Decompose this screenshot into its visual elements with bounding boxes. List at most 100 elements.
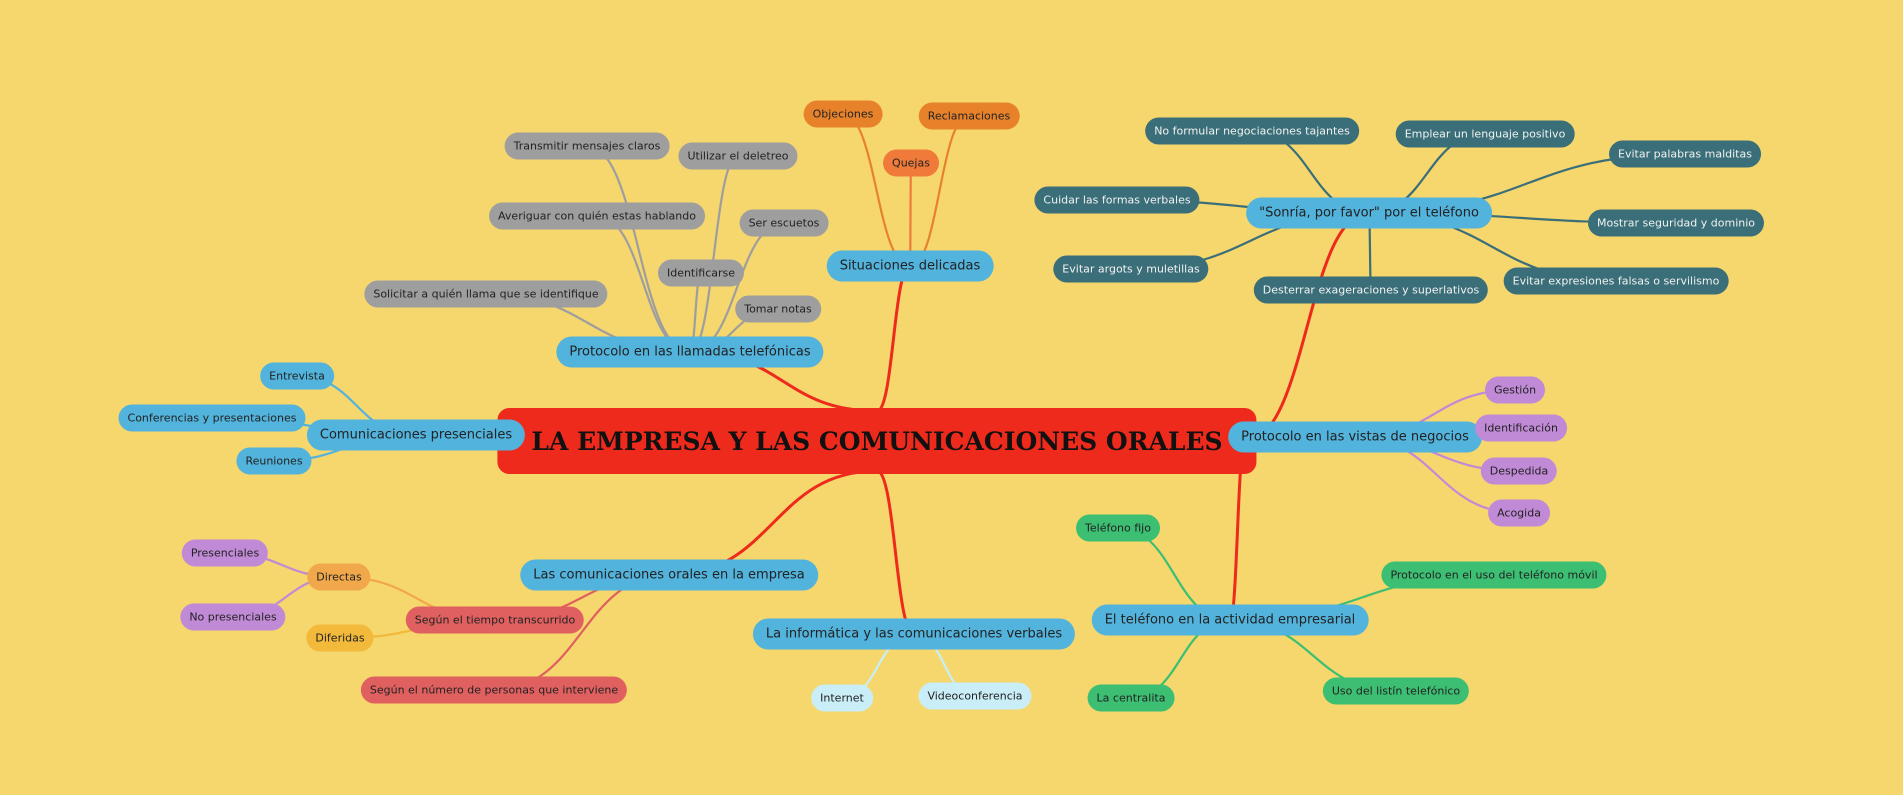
connector-reclamaciones [908, 114, 971, 268]
topic-protocolo-en-las-llamadas-telefonicas[interactable]: Protocolo en las llamadas telefónicas [556, 336, 824, 368]
topic-ser-escuetos[interactable]: Ser escuetos [739, 209, 829, 237]
topic-label: Las comunicaciones orales en la empresa [533, 567, 805, 583]
topic-reuniones[interactable]: Reuniones [236, 447, 312, 475]
topic-no-presenciales[interactable]: No presenciales [180, 603, 286, 631]
topic-label: Presenciales [190, 546, 260, 560]
topic-label: Evitar expresiones falsas o servilismo [1512, 274, 1720, 288]
topic-label: El teléfono en la actividad empresarial [1104, 612, 1356, 628]
topic-label: Conferencias y presentaciones [127, 411, 297, 425]
connector-informatica [875, 469, 916, 636]
topic-emplear-un-lenguaje-positivo[interactable]: Emplear un lenguaje positivo [1395, 120, 1575, 148]
topic-reclamaciones[interactable]: Reclamaciones [918, 102, 1020, 130]
topic-label: Averiguar con quién estas hablando [498, 209, 696, 223]
topic-label: Mostrar seguridad y dominio [1596, 216, 1756, 230]
connector-sonria [1243, 211, 1371, 443]
topic-label: Ser escuetos [748, 216, 820, 230]
topic-solicitar-a-quien-llama-que-se-identifique[interactable]: Solicitar a quién llama que se identifiq… [364, 280, 608, 308]
topic-no-formular-negociaciones-tajantes[interactable]: No formular negociaciones tajantes [1145, 117, 1359, 145]
topic-objeciones[interactable]: Objeciones [803, 100, 883, 128]
topic-la-informatica-y-las-comunicaciones-verbales[interactable]: La informática y las comunicaciones verb… [752, 618, 1076, 650]
topic-segun-el-tiempo-transcurrido[interactable]: Según el tiempo transcurrido [405, 606, 585, 634]
connector-objeciones [841, 112, 912, 268]
topic-cuidar-las-formas-verbales[interactable]: Cuidar las formas verbales [1034, 186, 1200, 214]
topic-entrevista[interactable]: Entrevista [260, 362, 334, 390]
topic-internet[interactable]: Internet [811, 684, 873, 712]
topic-quejas[interactable]: Quejas [883, 149, 939, 177]
topic-acogida[interactable]: Acogida [1488, 499, 1550, 527]
topic-protocolo-en-las-vistas-de-negocios[interactable]: Protocolo en las vistas de negocios [1228, 421, 1482, 453]
topic-protocolo-en-el-uso-del-telefono-movil[interactable]: Protocolo en el uso del teléfono móvil [1381, 561, 1607, 589]
topic-label: LA EMPRESA Y LAS COMUNICACIONES ORALES [531, 426, 1223, 456]
topic-el-telefono-en-la-actividad-empresarial[interactable]: El teléfono en la actividad empresarial [1091, 604, 1369, 636]
topic-identificarse[interactable]: Identificarse [657, 259, 745, 287]
topic-label: Evitar palabras malditas [1618, 147, 1752, 161]
topic-mostrar-seguridad-y-dominio[interactable]: Mostrar seguridad y dominio [1587, 209, 1765, 237]
topic-label: Objeciones [812, 107, 874, 121]
topic-diferidas[interactable]: Diferidas [306, 624, 374, 652]
connector-escuetos [688, 221, 786, 354]
topic-label: Reclamaciones [927, 109, 1011, 123]
topic-conferencias-y-presentaciones[interactable]: Conferencias y presentaciones [118, 404, 306, 432]
topic-label: La informática y las comunicaciones verb… [765, 626, 1063, 642]
topic-directas[interactable]: Directas [307, 563, 371, 591]
topic-comunicaciones-presenciales[interactable]: Comunicaciones presenciales [306, 419, 526, 451]
topic-segun-el-numero-de-personas-que-interviene[interactable]: Según el número de personas que intervie… [360, 676, 628, 704]
topic-label: Entrevista [269, 369, 325, 383]
topic-label: Directas [316, 570, 362, 584]
topic-telefono-fijo[interactable]: Teléfono fijo [1076, 514, 1160, 542]
topic-la-centralita[interactable]: La centralita [1087, 684, 1175, 712]
connector-situaciones [875, 264, 912, 413]
topic-label: Quejas [892, 156, 930, 170]
topic-label: Tomar notas [744, 302, 812, 316]
topic-label: Según el número de personas que intervie… [369, 683, 619, 697]
topic-presenciales[interactable]: Presenciales [181, 539, 269, 567]
topic-label: Protocolo en las vistas de negocios [1241, 429, 1469, 445]
topic-label: Videoconferencia [927, 689, 1023, 703]
topic-label: Comunicaciones presenciales [319, 427, 513, 443]
topic-label: Gestión [1493, 383, 1537, 397]
topic-uso-del-listin-telefonico[interactable]: Uso del listín telefónico [1322, 677, 1470, 705]
topic-label: Utilizar el deletreo [687, 149, 789, 163]
topic-label: Situaciones delicadas [839, 258, 981, 274]
topic-label: La centralita [1096, 691, 1166, 705]
connector-transmitir [585, 144, 692, 354]
topic-videoconferencia[interactable]: Videoconferencia [918, 682, 1032, 710]
topic-label: Protocolo en el uso del teléfono móvil [1390, 568, 1598, 582]
topic-sonria-por-favor-por-el-telefono[interactable]: "Sonría, por favor" por el teléfono [1246, 197, 1492, 229]
topic-evitar-argots-y-muletillas[interactable]: Evitar argots y muletillas [1053, 255, 1209, 283]
topic-label: "Sonría, por favor" por el teléfono [1259, 205, 1479, 221]
topic-label: Teléfono fijo [1085, 521, 1151, 535]
topic-evitar-expresiones-falsas-o-servilismo[interactable]: Evitar expresiones falsas o servilismo [1503, 267, 1729, 295]
topic-label: Cuidar las formas verbales [1043, 193, 1191, 207]
topic-label: Emplear un lenguaje positivo [1404, 127, 1566, 141]
topic-label: Internet [820, 691, 864, 705]
topic-utilizar-el-deletreo[interactable]: Utilizar el deletreo [678, 142, 798, 170]
topic-label: No presenciales [189, 610, 277, 624]
topic-label: Acogida [1497, 506, 1541, 520]
topic-label: Solicitar a quién llama que se identifiq… [373, 287, 599, 301]
topic-identificacion[interactable]: Identificación [1475, 414, 1567, 442]
topic-label: Reuniones [245, 454, 303, 468]
topic-label: Según el tiempo transcurrido [414, 613, 576, 627]
topic-label: Transmitir mensajes claros [513, 139, 661, 153]
topic-situaciones-delicadas[interactable]: Situaciones delicadas [826, 250, 994, 282]
topic-transmitir-mensajes-claros[interactable]: Transmitir mensajes claros [504, 132, 670, 160]
topic-gestion[interactable]: Gestión [1484, 376, 1546, 404]
central-topic[interactable]: LA EMPRESA Y LAS COMUNICACIONES ORALES [497, 408, 1257, 474]
topic-averiguar-con-quien-estas-hablando[interactable]: Averiguar con quién estas hablando [489, 202, 705, 230]
connector-deletreo [688, 154, 740, 354]
topic-las-comunicaciones-orales-en-la-empresa[interactable]: Las comunicaciones orales en la empresa [520, 559, 818, 591]
topic-label: No formular negociaciones tajantes [1154, 124, 1350, 138]
topic-label: Uso del listín telefónico [1331, 684, 1461, 698]
topic-label: Evitar argots y muletillas [1062, 262, 1200, 276]
topic-tomar-notas[interactable]: Tomar notas [735, 295, 821, 323]
topic-label: Protocolo en las llamadas telefónicas [569, 344, 811, 360]
topic-desterrar-exageraciones-y-superlativos[interactable]: Desterrar exageraciones y superlativos [1253, 276, 1489, 304]
topic-evitar-palabras-malditas[interactable]: Evitar palabras malditas [1609, 140, 1761, 168]
topic-label: Diferidas [315, 631, 365, 645]
topic-label: Desterrar exageraciones y superlativos [1262, 283, 1480, 297]
topic-label: Despedida [1489, 464, 1549, 478]
topic-despedida[interactable]: Despedida [1480, 457, 1558, 485]
topic-label: Identificación [1484, 421, 1558, 435]
topic-label: Identificarse [666, 266, 736, 280]
